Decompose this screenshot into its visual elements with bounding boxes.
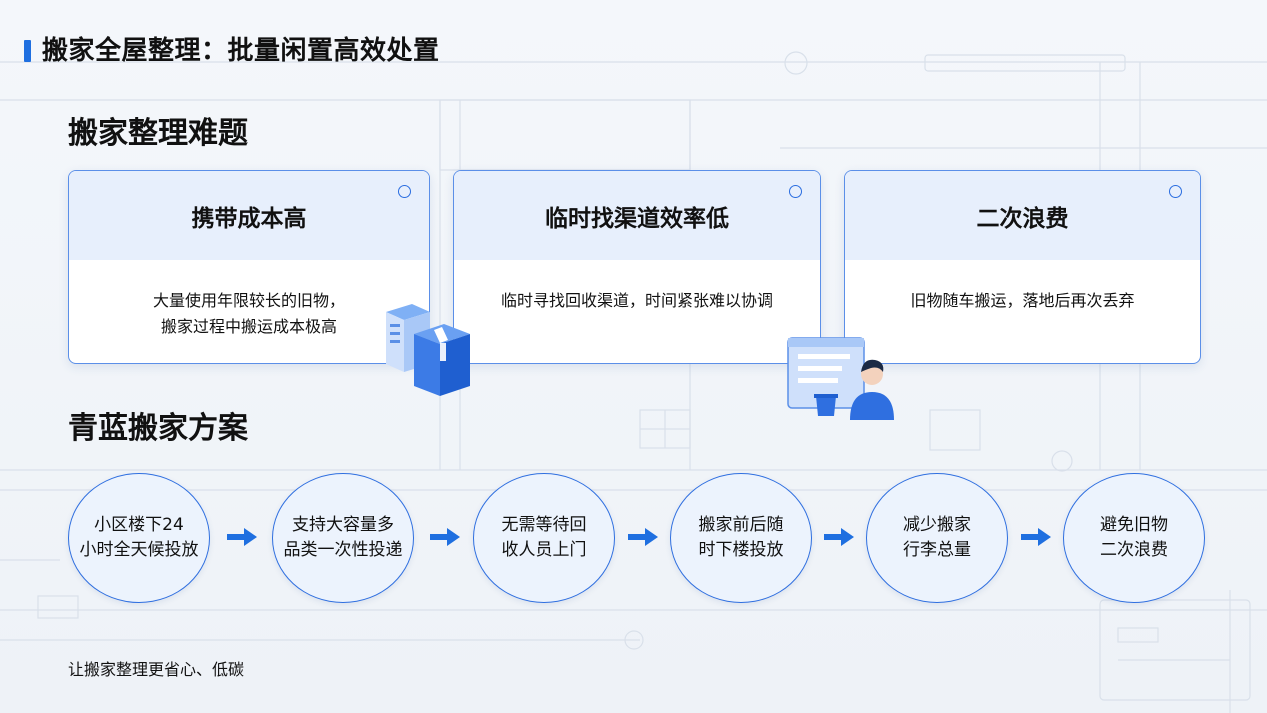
step-text-line: 收人员上门 [501, 540, 587, 560]
step-text-line: 时下楼投放 [698, 540, 784, 560]
step-circle: 减少搬家行李总量 [866, 473, 1008, 603]
right-arrow-icon [1021, 528, 1051, 546]
right-arrow-icon [628, 528, 658, 546]
right-arrow-icon [430, 528, 460, 546]
step-text-line: 小时全天候投放 [79, 540, 199, 560]
step-circle: 搬家前后随时下楼投放 [670, 473, 812, 603]
footer-note: 让搬家整理更省心、低碳 [68, 660, 245, 679]
step-circle: 避免旧物二次浪费 [1063, 473, 1205, 603]
ring-icon [789, 185, 802, 198]
problem-card-waste: 二次浪费 旧物随车搬运，落地后再次丢弃 [844, 170, 1201, 364]
step-text-line: 支持大容量多 [292, 515, 394, 535]
step-text-line: 品类一次性投递 [283, 540, 403, 560]
step-circle: 小区楼下24 小时全天候投放 [68, 473, 210, 603]
step-text-line: 避免旧物 [1100, 515, 1168, 535]
page-title: 搬家全屋整理：批量闲置高效处置 [42, 36, 440, 66]
card-text-line: 大量使用年限较长的旧物， [152, 291, 345, 310]
step-text-line: 二次浪费 [1100, 540, 1168, 560]
card-text-line: 临时寻找回收渠道，时间紧张难以协调 [500, 291, 773, 310]
section-title-problems: 搬家整理难题 [68, 116, 248, 151]
title-accent-bar [24, 40, 31, 62]
right-arrow-icon [824, 528, 854, 546]
step-text-line: 减少搬家 [903, 515, 971, 535]
step-text-line: 无需等待回 [501, 515, 587, 535]
step-circle: 无需等待回收人员上门 [473, 473, 615, 603]
card-text-line: 搬家过程中搬运成本极高 [160, 317, 337, 336]
step-text-line: 搬家前后随 [698, 515, 784, 535]
ring-icon [398, 185, 411, 198]
section-title-solution: 青蓝搬家方案 [68, 411, 248, 446]
right-arrow-icon [227, 528, 257, 546]
person-at-screen-icon [787, 337, 894, 420]
step-circle: 支持大容量多品类一次性投递 [272, 473, 414, 603]
step-text-line: 小区楼下24 [94, 515, 184, 535]
box-stack-icon [386, 304, 470, 396]
card-title: 二次浪费 [845, 171, 1200, 260]
card-title: 携带成本高 [69, 171, 429, 260]
card-title: 临时找渠道效率低 [454, 171, 820, 260]
card-text-line: 旧物随车搬运，落地后再次丢弃 [910, 291, 1135, 310]
ring-icon [1169, 185, 1182, 198]
problem-card-channel: 临时找渠道效率低 临时寻找回收渠道，时间紧张难以协调 [453, 170, 821, 364]
problem-card-cost: 携带成本高 大量使用年限较长的旧物， 搬家过程中搬运成本极高 [68, 170, 430, 364]
step-text-line: 行李总量 [903, 540, 971, 560]
